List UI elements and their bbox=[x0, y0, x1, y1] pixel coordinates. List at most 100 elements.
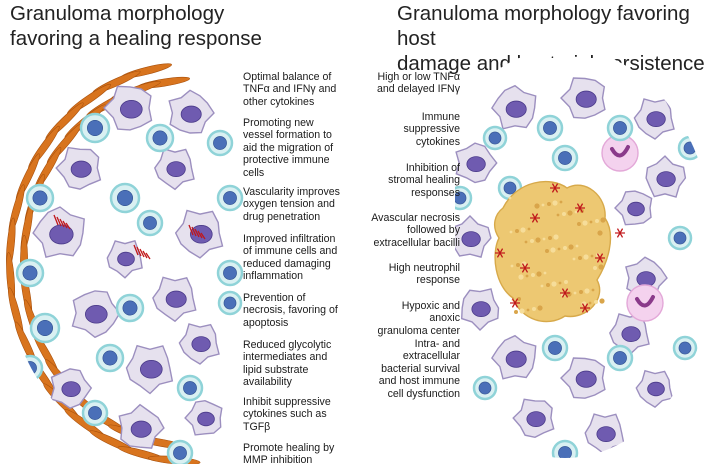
macrophage-cell bbox=[512, 398, 555, 439]
debris-particle bbox=[520, 227, 526, 233]
lymphocyte-cell bbox=[95, 343, 125, 373]
label-inhibit-suppressive: Inhibit suppressive cytokines such as TG… bbox=[243, 396, 331, 433]
lymphocyte-cell bbox=[217, 290, 243, 316]
lymphocyte-cell bbox=[551, 144, 579, 172]
debris-particle bbox=[599, 298, 605, 304]
macrophage-cell bbox=[455, 215, 492, 258]
macrophage-cell bbox=[178, 323, 220, 365]
debris-particle bbox=[597, 230, 603, 236]
left-panel-title: Granuloma morphology favoring a healing … bbox=[10, 2, 262, 50]
lymphocyte-cell bbox=[536, 114, 564, 142]
debris-particle bbox=[510, 264, 514, 268]
debris-particle bbox=[527, 227, 531, 231]
debris-particle bbox=[518, 274, 524, 280]
bacilli-cluster bbox=[530, 213, 540, 223]
debris-particle bbox=[562, 212, 566, 216]
macrophage-cell bbox=[103, 85, 153, 131]
lymphocyte-cell bbox=[145, 123, 175, 153]
label-reduced-glycolytic: Reduced glycolytic intermediates and lip… bbox=[243, 339, 332, 389]
macrophage-cell bbox=[152, 276, 197, 323]
lymphocyte-cell bbox=[206, 129, 234, 157]
debris-particle bbox=[598, 264, 604, 270]
lymphocyte-cell bbox=[606, 344, 634, 372]
macrophage-cell bbox=[584, 413, 625, 456]
lymphocyte-cell bbox=[136, 209, 164, 237]
label-stromal-inhibition: Inhibition of stromal healing responses bbox=[388, 162, 460, 199]
lymphocyte-cell bbox=[487, 440, 513, 458]
macrophage-cell bbox=[455, 142, 498, 184]
macrophage-cell bbox=[71, 290, 121, 339]
debris-particle bbox=[564, 280, 568, 284]
debris-particle bbox=[545, 249, 549, 253]
debris-particle bbox=[559, 200, 563, 204]
label-hypoxic-center: Hypoxic and anoxic granuloma center bbox=[377, 300, 460, 337]
lymphocyte-cell bbox=[109, 182, 141, 214]
debris-particle bbox=[548, 236, 552, 240]
macrophage-cell bbox=[460, 288, 500, 331]
bacilli-cluster bbox=[575, 203, 585, 213]
debris-particle bbox=[556, 213, 560, 217]
debris-particle bbox=[589, 220, 593, 224]
debris-particle bbox=[573, 291, 577, 295]
debris-particle bbox=[516, 263, 520, 267]
debris-particle bbox=[593, 266, 597, 270]
debris-particle bbox=[525, 274, 529, 278]
lymphocyte-cell bbox=[16, 354, 44, 382]
debris-particle bbox=[551, 281, 557, 287]
lymphocyte-cell bbox=[551, 439, 579, 458]
label-vascularity: Vascularity improves oxygen tension and … bbox=[243, 186, 340, 223]
label-immune-suppressive: Immune suppressive cytokines bbox=[403, 111, 460, 148]
lymphocyte-cell bbox=[472, 375, 498, 401]
debris-particle bbox=[540, 284, 544, 288]
debris-particle bbox=[577, 222, 581, 226]
neutrophil-cell bbox=[626, 284, 664, 322]
macrophage-cell bbox=[491, 84, 537, 130]
debris-particle bbox=[578, 256, 582, 260]
debris-particle bbox=[591, 288, 595, 292]
damage-granuloma-illustration bbox=[455, 58, 709, 458]
debris-particle bbox=[557, 247, 561, 251]
debris-particle bbox=[534, 203, 540, 209]
lymphocyte-cell bbox=[216, 184, 244, 212]
extracellular-bacilli bbox=[495, 183, 625, 313]
macrophage-cell bbox=[106, 239, 143, 279]
macrophage-cell bbox=[560, 77, 606, 119]
debris-particle bbox=[600, 217, 606, 223]
debris-particle bbox=[535, 237, 541, 243]
immune-cell-ring bbox=[455, 77, 703, 458]
debris-particle bbox=[515, 229, 519, 233]
bacilli-cluster bbox=[53, 214, 71, 230]
debris-particle bbox=[543, 271, 547, 275]
debris-particle bbox=[572, 257, 576, 261]
bacilli-cluster bbox=[615, 228, 625, 238]
healing-granuloma-illustration bbox=[5, 58, 245, 464]
lymphocyte-cell bbox=[15, 258, 45, 288]
debris-particle bbox=[563, 246, 567, 250]
debris-particle bbox=[531, 273, 535, 277]
macrophage-cell bbox=[614, 190, 653, 226]
debris-particle bbox=[537, 305, 543, 311]
debris-particle bbox=[536, 271, 542, 277]
bacilli-cluster bbox=[188, 224, 206, 240]
debris-particle bbox=[595, 219, 599, 223]
debris-particle bbox=[532, 307, 536, 311]
lymphocyte-cell bbox=[115, 293, 145, 323]
lymphocyte-cell bbox=[667, 225, 693, 251]
lymphocyte-cell bbox=[81, 399, 109, 427]
debris-particle bbox=[552, 200, 558, 206]
macrophage-cell bbox=[184, 399, 223, 436]
macrophage-cell bbox=[168, 89, 215, 134]
macrophage-cell bbox=[50, 368, 93, 409]
debris-particle bbox=[582, 220, 588, 226]
macrophage-cell bbox=[154, 148, 195, 191]
macrophage-cell bbox=[609, 313, 650, 356]
debris-particle bbox=[579, 290, 583, 294]
lymphocyte-cell bbox=[166, 439, 194, 464]
debris-particle bbox=[514, 310, 518, 314]
debris-particle bbox=[526, 308, 530, 312]
macrophage-cell bbox=[560, 357, 606, 399]
label-avascular-necrosis: Avascular necrosis followed by extracell… bbox=[371, 212, 460, 249]
bacilli-cluster bbox=[595, 253, 605, 263]
debris-particle bbox=[588, 301, 592, 305]
debris-particle bbox=[594, 300, 598, 304]
